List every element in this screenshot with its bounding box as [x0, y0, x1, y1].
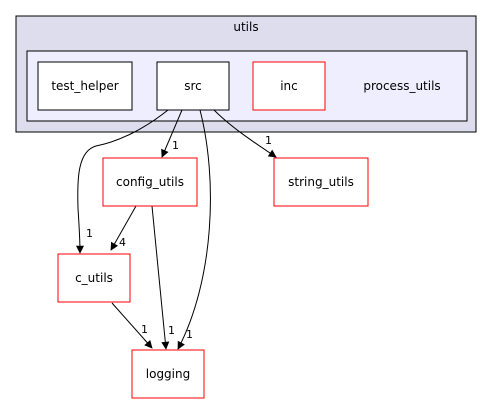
node-logging[interactable]: logging	[131, 349, 205, 399]
node-string-utils-label: string_utils	[288, 175, 354, 189]
node-src-label: src	[184, 79, 202, 93]
node-c-utils-box[interactable]	[57, 253, 131, 303]
edge-label-src-c-utils: 1	[86, 227, 93, 240]
edge-src-logging	[177, 109, 211, 350]
edges	[75, 109, 277, 350]
node-test-helper-box[interactable]	[37, 61, 133, 111]
edge-c-utils-logging	[111, 302, 153, 349]
edge-config-utils-logging	[151, 205, 170, 350]
edge-label-src-string-utils: 1	[265, 134, 272, 147]
node-inc-box[interactable]	[252, 61, 326, 111]
node-src[interactable]: src	[156, 61, 230, 111]
node-logging-box[interactable]	[131, 349, 205, 399]
edge-label-c-utils-logging: 1	[141, 323, 148, 336]
node-c-utils-label: c_utils	[75, 271, 113, 285]
edge-src-config-utils	[161, 109, 183, 158]
node-test-helper-label: test_helper	[51, 79, 118, 93]
node-inc[interactable]: inc	[252, 61, 326, 111]
cluster-process-utils-label: process_utils	[363, 79, 440, 93]
node-config-utils-box[interactable]	[102, 157, 198, 207]
node-test-helper[interactable]: test_helper	[37, 61, 133, 111]
node-string-utils[interactable]: string_utils	[273, 157, 369, 207]
edge-labels: 1 1 1 1 4 1 1	[86, 134, 272, 341]
node-string-utils-box[interactable]	[273, 157, 369, 207]
edge-src-c-utils	[75, 109, 169, 254]
node-config-utils-label: config_utils	[116, 175, 184, 189]
edge-config-utils-c-utils	[110, 205, 137, 251]
edge-label-config-utils-logging: 1	[168, 324, 175, 337]
node-c-utils[interactable]: c_utils	[57, 253, 131, 303]
edge-label-src-logging: 1	[186, 328, 193, 341]
cluster-utils-label: utils	[233, 20, 258, 34]
node-inc-label: inc	[280, 79, 298, 93]
edge-label-config-utils-c-utils: 4	[119, 236, 126, 249]
node-config-utils[interactable]: config_utils	[102, 157, 198, 207]
edge-src-string-utils	[213, 109, 277, 158]
node-src-box[interactable]	[156, 61, 230, 111]
edge-label-src-config-utils: 1	[172, 139, 179, 152]
node-logging-label: logging	[146, 367, 190, 381]
